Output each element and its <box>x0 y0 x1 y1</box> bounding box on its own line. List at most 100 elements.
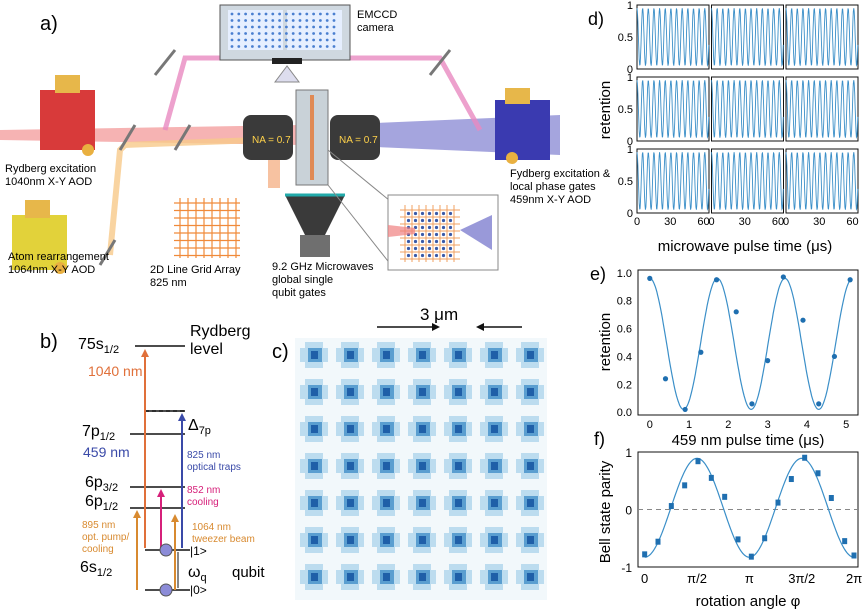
inset-atom <box>427 232 432 237</box>
atom-peak <box>455 462 462 470</box>
inset-atom <box>448 211 453 216</box>
inset-atom <box>434 239 439 244</box>
atom-peak <box>419 388 426 396</box>
rabi-curve <box>636 152 710 211</box>
y-tick-label: 0.5 <box>618 176 633 188</box>
inset-atom <box>448 246 453 251</box>
camera-atom-dot <box>230 12 234 16</box>
camera-atom-dot <box>291 12 295 16</box>
rabi-curve <box>711 8 784 67</box>
inset-atom <box>448 218 453 223</box>
inset-atom <box>420 246 425 251</box>
x-tick-label: 60 <box>772 216 784 228</box>
rabi-curve <box>711 152 784 211</box>
camera-atom-dot <box>312 19 315 22</box>
atom-peak <box>383 536 390 544</box>
camera-atom-dot <box>257 19 261 22</box>
subplot-frame <box>711 148 784 214</box>
camera-atom-dot <box>278 32 281 35</box>
atom-peak <box>455 573 462 581</box>
x-tick-label: 0 <box>708 216 714 228</box>
e-y-tick: 0.2 <box>617 379 632 391</box>
e-x-axis-label: 459 nm pulse time (μs) <box>672 432 825 449</box>
inset-atom <box>420 239 425 244</box>
camera-atom-dot <box>332 32 336 35</box>
atom-peak <box>491 425 498 433</box>
inset-atom <box>413 253 418 258</box>
data-point-f <box>722 493 728 500</box>
inset-atom <box>427 225 432 230</box>
scale-arrowhead-right <box>476 323 484 331</box>
camera-atom-dot <box>298 32 302 35</box>
camera-atom-dot <box>264 32 268 35</box>
camera-atom-dot <box>278 45 281 48</box>
camera-atom-dot <box>251 25 254 29</box>
data-point-f <box>828 495 834 501</box>
atom-state-1 <box>159 543 173 557</box>
atom-peak <box>491 388 498 396</box>
camera-atom-dot <box>271 12 275 16</box>
label-75s: 75s1/2 <box>78 336 119 356</box>
mirror-3 <box>118 124 137 151</box>
camera-atom-dot <box>319 45 322 48</box>
label-6p32: 6p3/2 <box>85 474 118 494</box>
e-y-tick: 1.0 <box>617 268 632 280</box>
inset-atom <box>427 239 432 244</box>
subplot-frame <box>636 76 710 142</box>
qubit-label: qubit <box>232 564 265 581</box>
camera-atom-dot <box>332 25 336 29</box>
atom-peak <box>491 536 498 544</box>
atom-peak <box>527 499 534 507</box>
inset-atom <box>434 211 439 216</box>
zoom-line-2 <box>327 184 396 271</box>
camera-atom-dot <box>244 38 248 42</box>
inset-atom <box>427 246 432 251</box>
camera-atom-dot <box>264 25 268 29</box>
atom-peak <box>455 351 462 359</box>
inset-atom <box>448 232 453 237</box>
e-x-tick: 0 <box>647 419 653 431</box>
atom-peak <box>383 425 390 433</box>
mirror-5 <box>98 239 117 266</box>
camera-atom-dot <box>230 45 234 48</box>
arrow-1064nm-head <box>171 514 179 522</box>
atom-peak <box>311 499 318 507</box>
d-x-axis-label: microwave pulse time (μs) <box>658 238 833 255</box>
camera-atom-dot <box>305 19 309 22</box>
aod-1040nm <box>40 75 95 156</box>
e-x-tick: 2 <box>725 419 731 431</box>
atom-plane <box>310 95 314 180</box>
camera-atom-dot <box>312 25 315 29</box>
camera-atom-dot <box>325 32 329 35</box>
e-y-tick: 0.4 <box>617 351 632 363</box>
data-point-f <box>748 553 754 560</box>
camera-atom-dot <box>332 12 336 16</box>
data-point-e <box>733 309 739 315</box>
camera-atom-dot <box>285 45 288 48</box>
label-1040nm: 1040 nm <box>88 363 142 379</box>
camera-atom-dot <box>244 19 248 22</box>
inset-atom <box>441 225 446 230</box>
label-6s: 6s1/2 <box>80 559 112 579</box>
mirror-2 <box>428 49 452 76</box>
atom-peak <box>311 573 318 581</box>
x-tick-label: 60 <box>697 216 709 228</box>
atom-peak <box>527 573 534 581</box>
camera-atom-dot <box>237 25 241 29</box>
data-point-e <box>831 353 838 360</box>
atom-peak <box>527 536 534 544</box>
inset-atom <box>448 239 453 244</box>
atom-peak <box>347 388 354 396</box>
atom-peak <box>419 536 426 544</box>
scale-label: 3 μm <box>420 305 458 324</box>
inset-atom <box>441 239 446 244</box>
atom-peak <box>383 388 390 396</box>
subplot-frame <box>636 4 710 70</box>
atom-peak <box>311 425 318 433</box>
objective-right <box>330 115 380 160</box>
e-y-tick: 0.8 <box>617 296 632 308</box>
camera-atom-dot <box>325 12 329 16</box>
atom-peak <box>491 573 498 581</box>
camera-atom-dot <box>312 12 315 16</box>
